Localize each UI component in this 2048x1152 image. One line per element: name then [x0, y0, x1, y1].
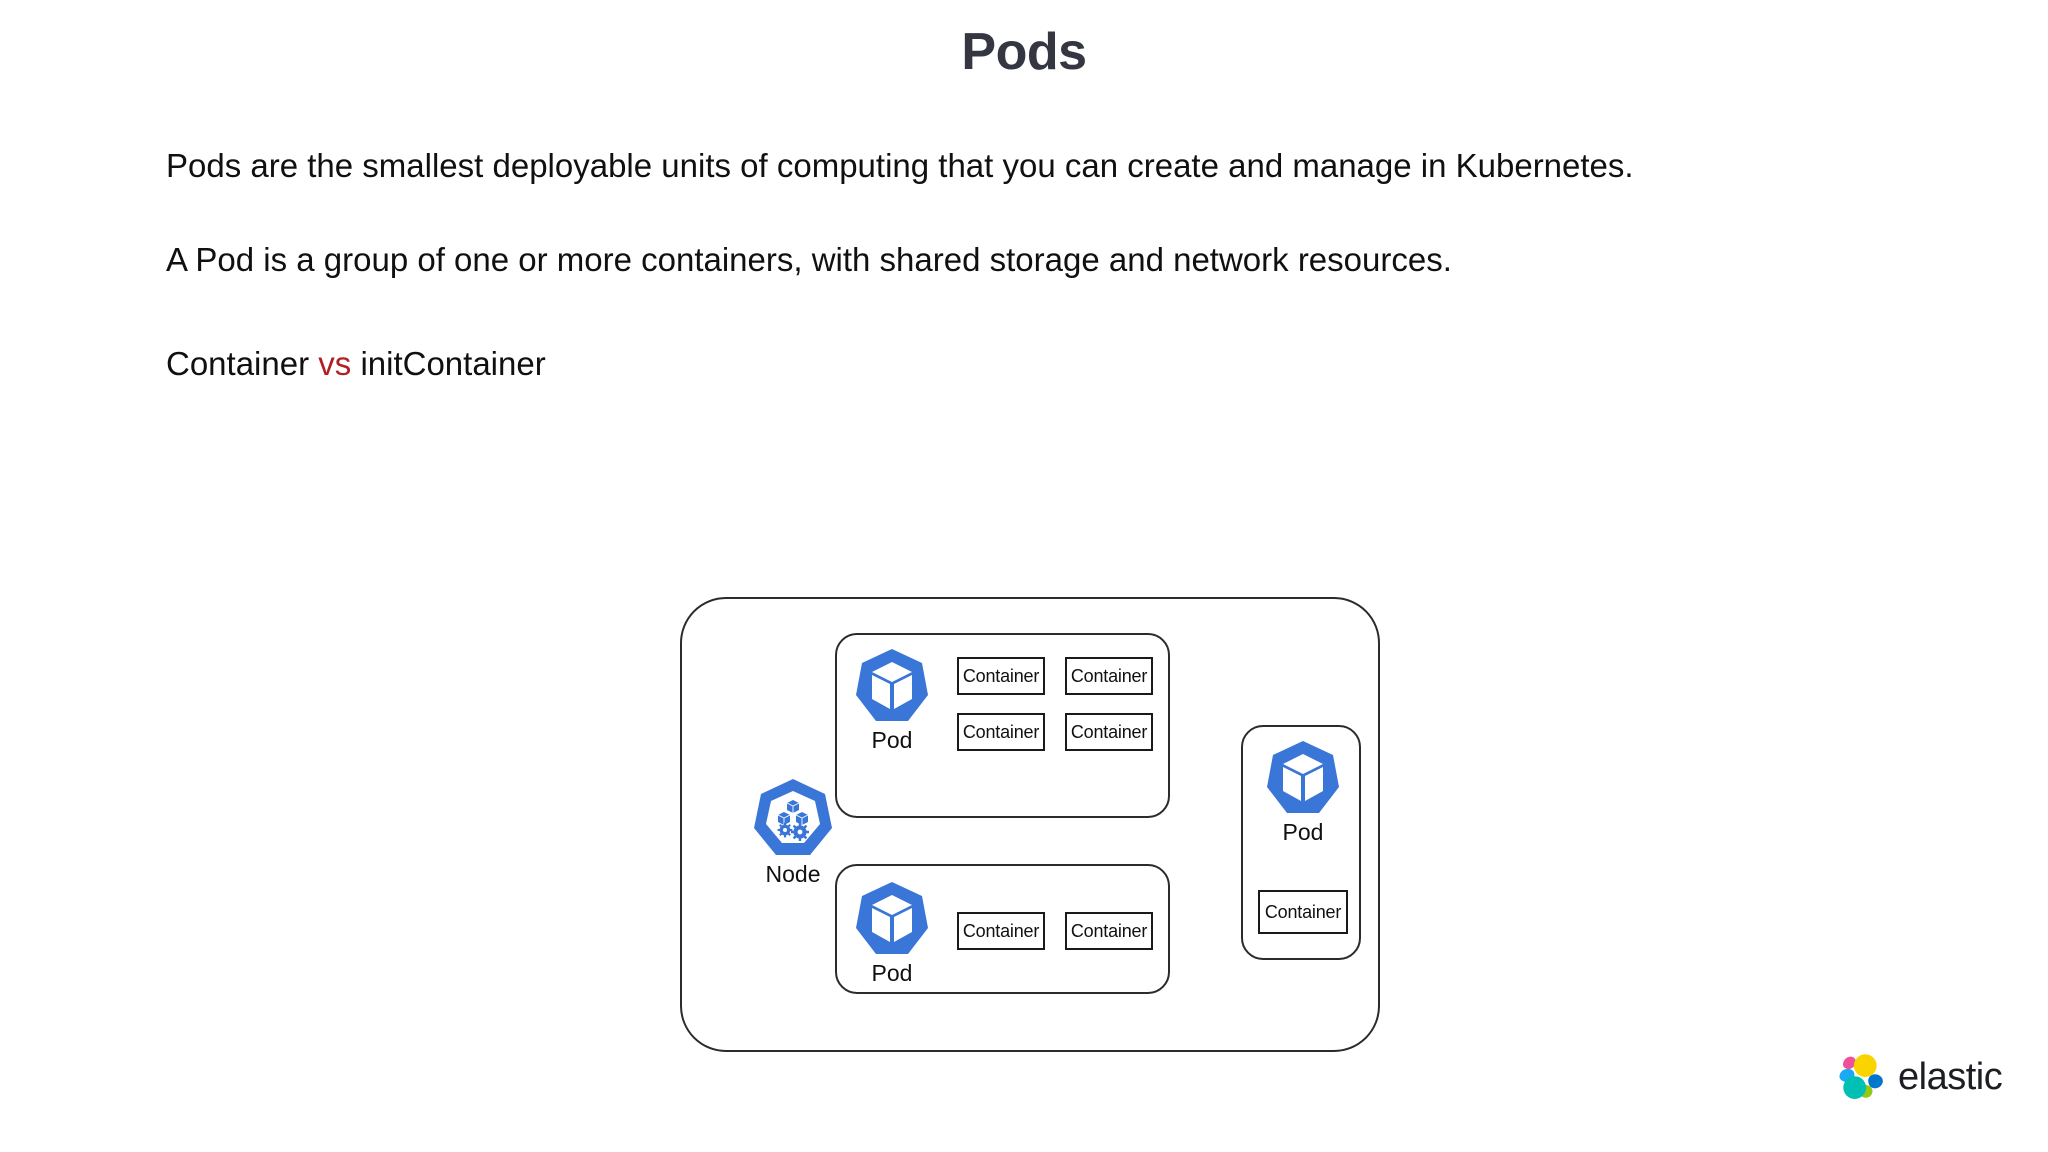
- comparison-right-term: initContainer: [360, 345, 546, 382]
- pod-label: Pod: [1282, 819, 1324, 845]
- slide-body: Pods are the smallest deployable units o…: [166, 142, 1726, 388]
- pod-unit: Pod: [849, 647, 935, 753]
- paragraph-pods-definition: Pods are the smallest deployable units o…: [166, 147, 1634, 184]
- page-title: Pods: [961, 23, 1087, 81]
- container-box: Container: [957, 912, 1045, 950]
- kubernetes-node-diagram: Node Pod Container Container Container C…: [680, 597, 1380, 1052]
- comparison-left-term: Container: [166, 345, 310, 382]
- pod-group-top: Pod Container Container Container Contai…: [835, 633, 1170, 818]
- pod-label: Pod: [871, 960, 913, 986]
- node-label: Node: [765, 861, 821, 887]
- comparison-accent-vs: vs: [318, 345, 352, 382]
- container-box: Container: [1065, 912, 1153, 950]
- kubernetes-node-icon: [754, 779, 832, 855]
- elastic-logo-icon: [1839, 1054, 1883, 1099]
- kubernetes-pod-icon: [856, 882, 928, 954]
- pod-group-right: Pod Container: [1241, 725, 1361, 960]
- container-box: Container: [957, 713, 1045, 751]
- pod-unit: Pod: [849, 880, 935, 986]
- pod-label: Pod: [871, 727, 913, 753]
- container-box: Container: [1065, 657, 1153, 695]
- kubernetes-pod-icon: [856, 649, 928, 721]
- container-box: Container: [1065, 713, 1153, 751]
- comparison-line: Container vs initContainer: [166, 340, 1686, 388]
- elastic-wordmark: elastic: [1898, 1056, 2003, 1098]
- paragraph-pod-composition: A Pod is a group of one or more containe…: [166, 241, 1452, 278]
- container-box: Container: [957, 657, 1045, 695]
- kubernetes-pod-icon: [1267, 741, 1339, 813]
- pod-group-bottom: Pod Container Container: [835, 864, 1170, 994]
- elastic-branding: elastic: [1836, 1046, 2026, 1108]
- pod-unit: Pod: [1260, 739, 1346, 845]
- node-unit: Node: [738, 777, 848, 887]
- container-box: Container: [1258, 890, 1348, 934]
